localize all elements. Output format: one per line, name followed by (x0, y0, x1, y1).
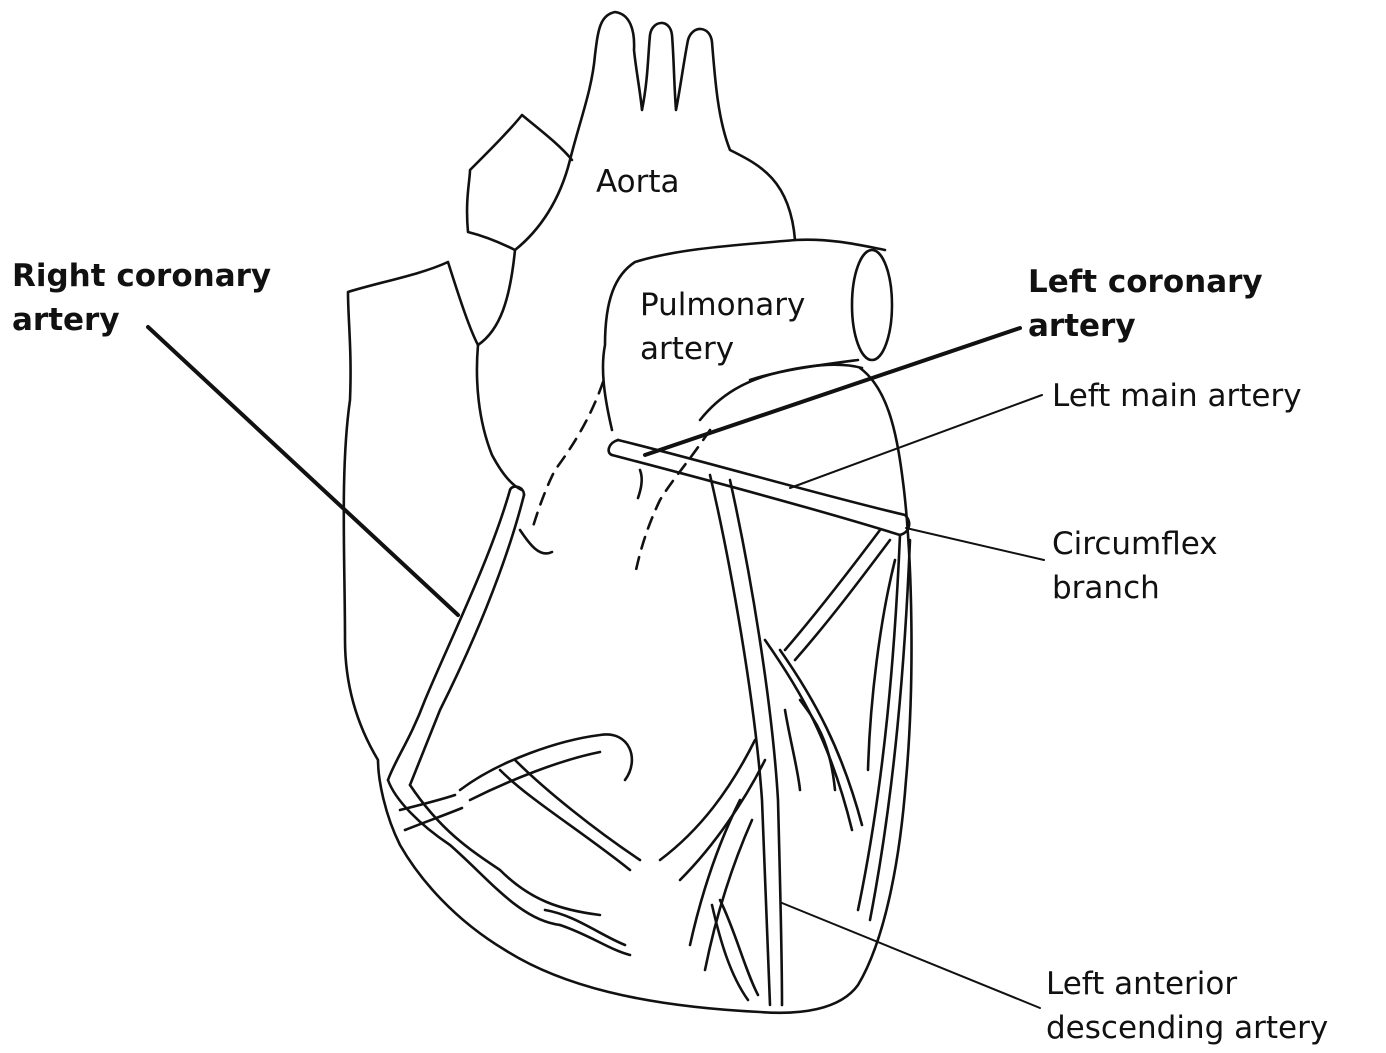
lad-line-2: descending artery (1046, 1006, 1328, 1050)
right-coronary-leader (148, 327, 458, 615)
circumflex-line-1: Circumflex (1052, 522, 1218, 566)
circumflex-vessel (858, 535, 910, 920)
pulmonary-line-1: Pulmonary (640, 283, 805, 327)
sinus-hook-right (520, 530, 552, 553)
vena-cava-outline (477, 345, 522, 490)
circumflex-line-2: branch (1052, 566, 1218, 610)
left-coronary-line-1: Left coronary (1028, 260, 1263, 304)
lad-line-1: Left anterior (1046, 962, 1328, 1006)
right-coronary-label: Right coronary artery (12, 254, 271, 342)
right-coronary-line-1: Right coronary (12, 254, 271, 298)
sinus-hook-left (638, 470, 642, 498)
pulmonary-artery-label: Pulmonary artery (640, 283, 805, 371)
diagonal-branch-3 (785, 700, 835, 790)
right-coronary-tip (510, 487, 524, 495)
left-main-origin (609, 440, 618, 455)
right-coronary-vessel (388, 490, 524, 785)
pulmonary-artery-opening (852, 250, 892, 360)
circumflex-leader (906, 528, 1044, 560)
left-main-label: Left main artery (1052, 374, 1302, 418)
left-main-vessel (612, 440, 905, 535)
right-coronary-line-2: artery (12, 298, 271, 342)
lad-vessel (710, 475, 782, 1005)
left-main-leader (790, 395, 1042, 488)
lad-branch-1 (660, 740, 765, 880)
left-auricle-outline (700, 365, 862, 420)
posterior-descending-branch (545, 910, 630, 955)
aorta-label: Aorta (596, 160, 680, 204)
diagonal-branch-2 (785, 530, 890, 660)
lad-leader (782, 903, 1040, 1008)
hidden-edge-right (635, 430, 710, 575)
aorta-text: Aorta (596, 160, 680, 204)
right-coronary-lower (388, 780, 600, 925)
left-main-text: Left main artery (1052, 374, 1302, 418)
diagonal-branch-1 (765, 640, 862, 830)
left-coronary-line-2: artery (1028, 304, 1263, 348)
circumflex-label: Circumflex branch (1052, 522, 1218, 610)
brachiocephalic-branch (467, 115, 572, 250)
pulmonary-line-2: artery (640, 327, 805, 371)
heart-outline (344, 262, 912, 1013)
hidden-edge-left (532, 382, 603, 530)
left-coronary-label: Left coronary artery (1028, 260, 1263, 348)
lad-label: Left anterior descending artery (1046, 962, 1328, 1050)
